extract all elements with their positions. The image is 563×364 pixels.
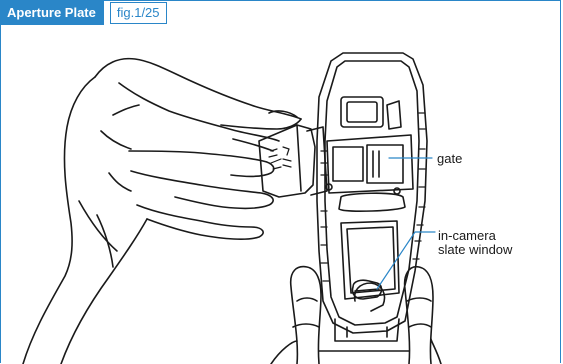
callout-slate-line-2: slate window	[438, 243, 512, 257]
callout-slate-line-1: in-camera	[438, 229, 512, 243]
callout-gate-label: gate	[437, 152, 462, 166]
figure-title: Aperture Plate	[1, 1, 104, 25]
figure-header: Aperture Plate fig.1/25	[1, 1, 167, 25]
aperture-plate	[317, 53, 427, 341]
figure-number-label: fig.1/25	[110, 2, 167, 24]
left-hand	[23, 59, 301, 364]
callout-slate-window-label: in-camera slate window	[438, 229, 512, 257]
